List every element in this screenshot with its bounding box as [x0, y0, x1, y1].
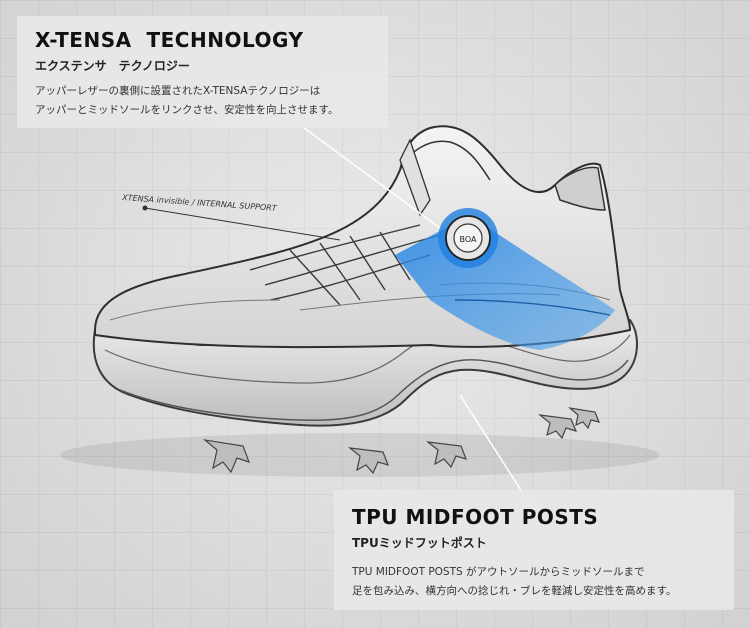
- tongue: [399, 138, 431, 217]
- xtensa-strap-line: [454, 299, 611, 316]
- xtensa-leader-line: [299, 124, 441, 229]
- sole-edge-line: [119, 359, 629, 422]
- heel-collar: [554, 166, 606, 211]
- xtensa-description: アッパーレザーの裏側に設置されたX-TENSAテクノロジーは アッパーとミッドソ…: [35, 82, 388, 120]
- xtensa-subtitle: エクステンサ テクノロジー: [35, 59, 190, 73]
- tpu-title: TPU MIDFOOT POSTS: [352, 505, 599, 529]
- cleats: [202, 407, 600, 475]
- xtensa-title: X-TENSA TECHNOLOGY: [35, 28, 304, 52]
- tpu-subtitle: TPUミッドフットポスト: [352, 536, 487, 550]
- xtensa-callout: X-TENSA TECHNOLOGY エクステンサ テクノロジー アッパーレザー…: [17, 16, 388, 128]
- boa-dial: BOA: [438, 208, 498, 268]
- lace-system: [249, 224, 441, 306]
- tpu-description: TPU MIDFOOT POSTS がアウトソールからミッドソールまで 足を包み…: [352, 563, 734, 601]
- svg-text:BOA: BOA: [460, 235, 478, 244]
- tpu-callout: TPU MIDFOOT POSTS TPUミッドフットポスト TPU MIDFO…: [334, 490, 734, 610]
- xtensa-description-line-1: アッパーレザーの裏側に設置されたX-TENSAテクノロジーは: [35, 85, 321, 97]
- xtensa-description-line-2: アッパーとミッドソールをリンクさせ、安定性を向上させます。: [35, 104, 339, 116]
- tpu-description-line-1: TPU MIDFOOT POSTS がアウトソールからミッドソールまで: [352, 566, 645, 578]
- sketch-note-leader: [144, 207, 341, 241]
- sketch-note-dot: [142, 205, 148, 211]
- tpu-description-line-2: 足を包み込み、横方向への捻じれ・ブレを軽減し安定性を高めます。: [352, 585, 677, 597]
